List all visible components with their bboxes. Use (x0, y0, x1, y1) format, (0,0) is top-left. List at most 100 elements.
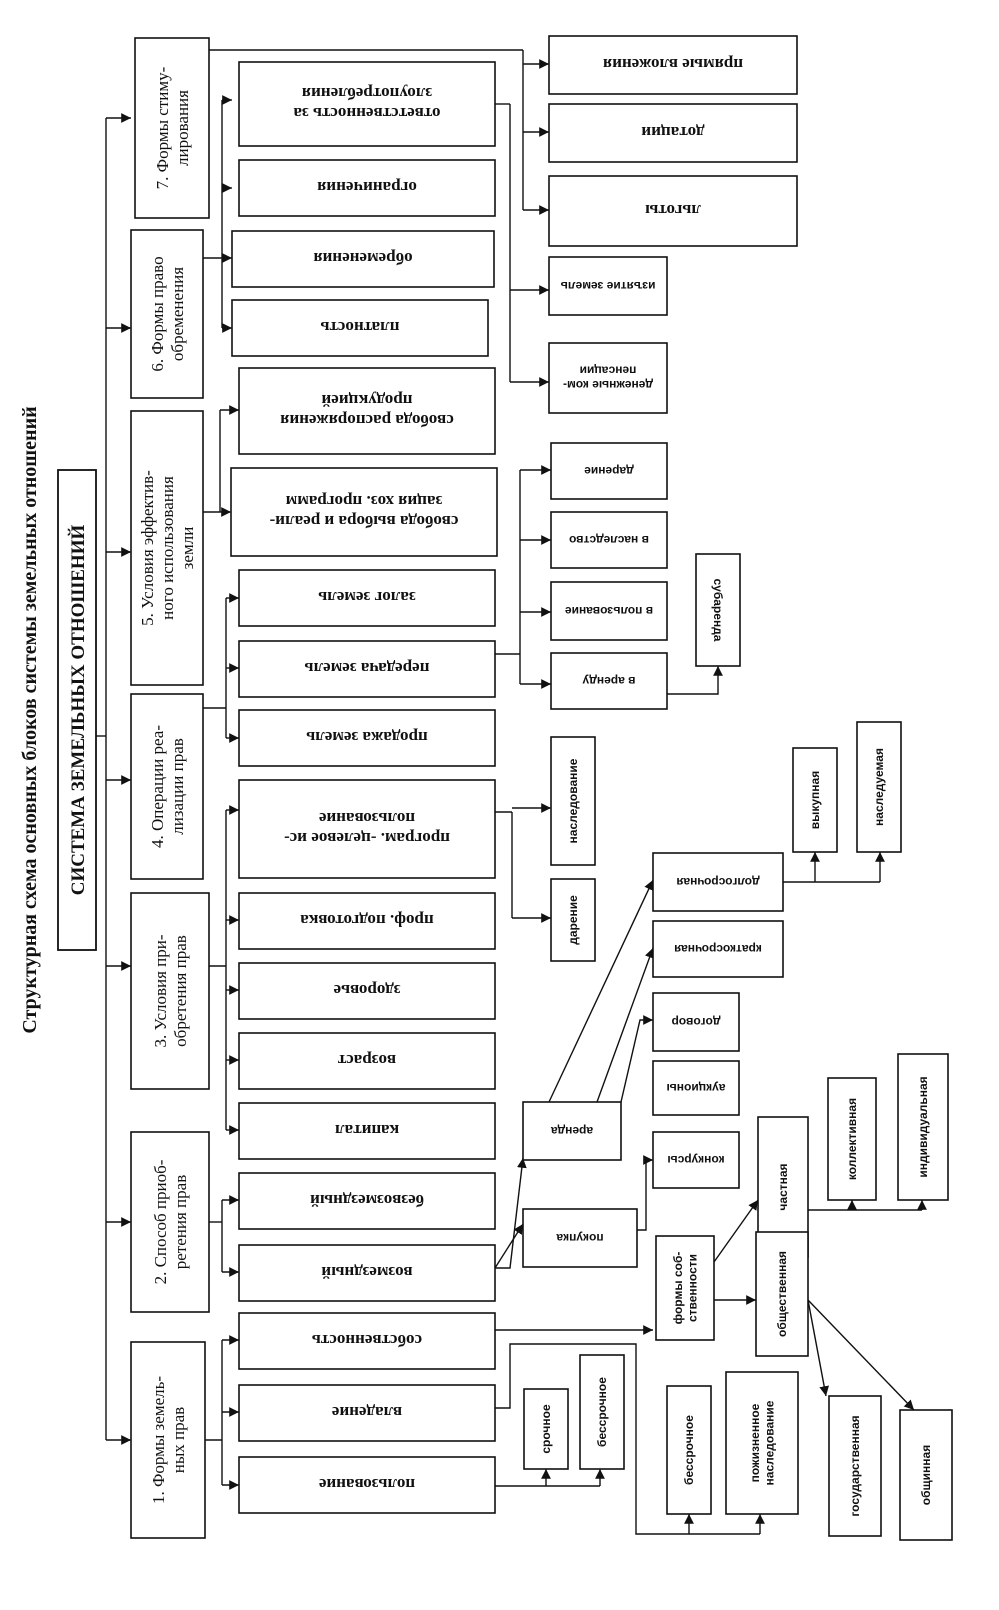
dogovor-box: договор (652, 992, 740, 1052)
svg-text:частная: частная (776, 1163, 790, 1210)
connector-line (596, 947, 655, 1103)
svg-text:бессрочное: бессрочное (682, 1415, 696, 1485)
box-label-line: ответственность за (293, 104, 441, 123)
connector-line (495, 1157, 527, 1269)
svg-text:краткосрочная: краткосрочная (674, 942, 762, 956)
nasleduem-box: наследуемая (856, 721, 902, 853)
svg-text:наследование: наследование (566, 758, 580, 843)
platnost-box: платность (231, 299, 489, 357)
svg-text:срочное: срочное (539, 1404, 553, 1454)
svg-text:здоровье: здоровье (333, 981, 400, 1000)
box-label-line: возмездный (321, 1263, 412, 1282)
svg-text:общественная: общественная (775, 1251, 789, 1337)
diagram-title: Структурная схема основных блоков систем… (19, 406, 41, 1033)
prodazha-box: продажа земель (238, 709, 496, 767)
box-label-line: аукционы (667, 1081, 726, 1095)
box-label-line: пожизненное (748, 1403, 762, 1482)
box-label-line: в пользование (565, 604, 654, 618)
svg-text:капитал: капитал (334, 1121, 399, 1140)
zdorov-box: здоровье (238, 962, 496, 1020)
box-label-line: изъятие земель (561, 279, 656, 293)
svg-text:дарение: дарение (584, 464, 634, 478)
svg-text:в аренду: в аренду (582, 674, 635, 688)
box-label-line: 5. Условия эффектив- (138, 470, 157, 626)
gosud-box: государственная (828, 1395, 882, 1537)
lgoty-box: льготы (548, 175, 798, 247)
box-label-line: субаренда (711, 579, 725, 642)
box-label-line: проф. подготовка (300, 911, 434, 930)
box-label-line: долгосрочная (676, 875, 759, 889)
connector-line (713, 1199, 759, 1263)
box-label-line: обременения (168, 267, 187, 361)
box-label-line: государственная (848, 1415, 862, 1516)
box-label-line: обретения прав (171, 935, 190, 1047)
dotacii-box: дотации (548, 103, 798, 163)
svg-text:договор: договор (672, 1015, 721, 1029)
polz-box: пользование (238, 1456, 496, 1514)
connector-line (620, 1015, 653, 1103)
svg-text:аукционы: аукционы (667, 1081, 726, 1095)
connector-line (495, 1343, 760, 1535)
box-label-line: договор (672, 1015, 721, 1029)
box-label-line: свобода выбора и реали- (269, 512, 458, 531)
box-label-line: ограничения (317, 178, 417, 197)
v-polz-box: в пользование (550, 581, 668, 641)
box-label-line: коллективная (845, 1098, 859, 1180)
root-box: СИСТЕМА ЗЕМЕЛЬНЫХ ОТНОШЕНИЙ (57, 469, 97, 951)
svg-text:общинная: общинная (919, 1445, 933, 1505)
darenie-t-box: дарение (550, 442, 668, 500)
svg-text:льготы: льготы (645, 201, 701, 220)
box-label-line: 6. Формы право (148, 256, 167, 371)
box-label-line: бессрочное (595, 1377, 609, 1447)
svg-text:долгосрочная: долгосрочная (676, 875, 759, 889)
svg-text:ограничения: ограничения (317, 178, 417, 197)
box-label-line: 3. Условия при- (151, 934, 170, 1047)
box-label-line: наследование (762, 1400, 776, 1485)
box-label-line: дарение (584, 464, 634, 478)
svg-text:пожизненноенаследование: пожизненноенаследование (748, 1400, 776, 1485)
connector-line (637, 1155, 653, 1231)
box-label-line: пенсации (580, 364, 637, 378)
svg-text:дарение: дарение (566, 895, 580, 945)
box-label-line: продукцией (321, 391, 412, 410)
svob-vyb-box: свобода выбора и реали-зация хоз. програ… (230, 467, 498, 557)
obschin-box: общинная (899, 1409, 953, 1541)
svg-text:формы соб-ственности: формы соб-ственности (671, 1252, 699, 1325)
den-komp-box: денежные ком-пенсации (548, 342, 668, 414)
svg-text:владение: владение (331, 1403, 402, 1422)
box-label-line: денежные ком- (563, 378, 653, 392)
otvet-box: ответственность зазлоупотребления (238, 61, 496, 147)
svg-text:1. Формы земель-ных прав: 1. Формы земель-ных прав (149, 1376, 188, 1504)
box-label-line: аренда (551, 1124, 594, 1138)
box-label-line: ного использования (158, 476, 177, 620)
vykup-box: выкупная (792, 747, 838, 853)
svg-text:свобода выбора и реали-зация х: свобода выбора и реали-зация хоз. програ… (269, 492, 458, 531)
box-label-line: 1. Формы земель- (149, 1376, 168, 1504)
box-label-line: покупка (556, 1231, 604, 1245)
connector-line (548, 879, 654, 1103)
box-label-line: формы соб- (671, 1252, 685, 1325)
formy-sob-box: формы соб-ственности (655, 1235, 715, 1341)
individ-box: индивидуальная (897, 1053, 949, 1201)
prof-box: проф. подготовка (238, 892, 496, 950)
box-label-line: в наследство (569, 533, 649, 547)
bessrochnoe-b-box: бессрочное (666, 1385, 712, 1515)
svg-text:залог земель: залог земель (318, 588, 416, 607)
arenda-box: аренда (522, 1101, 622, 1161)
svg-text:передача земель: передача земель (305, 659, 430, 678)
box-label-line: 2. Способ приоб- (151, 1159, 170, 1284)
box-label-line: краткосрочная (674, 942, 762, 956)
box-label-line: бессрочное (682, 1415, 696, 1485)
box-label-line: зация хоз. программ (285, 492, 442, 511)
box-label-line: срочное (539, 1404, 553, 1454)
box-label-line: дарение (566, 895, 580, 945)
box-label-line: 4. Операции реа- (148, 725, 167, 848)
box-label-line: лирования (173, 90, 192, 166)
box-label-line: индивидуальная (916, 1076, 930, 1177)
aukciony-box: аукционы (652, 1060, 740, 1116)
svg-text:7. Формы стиму-лирования: 7. Формы стиму-лирования (153, 66, 192, 189)
v-nasl-box: в наследство (550, 511, 668, 569)
v-arendu-box: в аренду (550, 652, 668, 710)
svg-text:наследуемая: наследуемая (872, 748, 886, 826)
box-label-line: обременения (313, 249, 412, 268)
